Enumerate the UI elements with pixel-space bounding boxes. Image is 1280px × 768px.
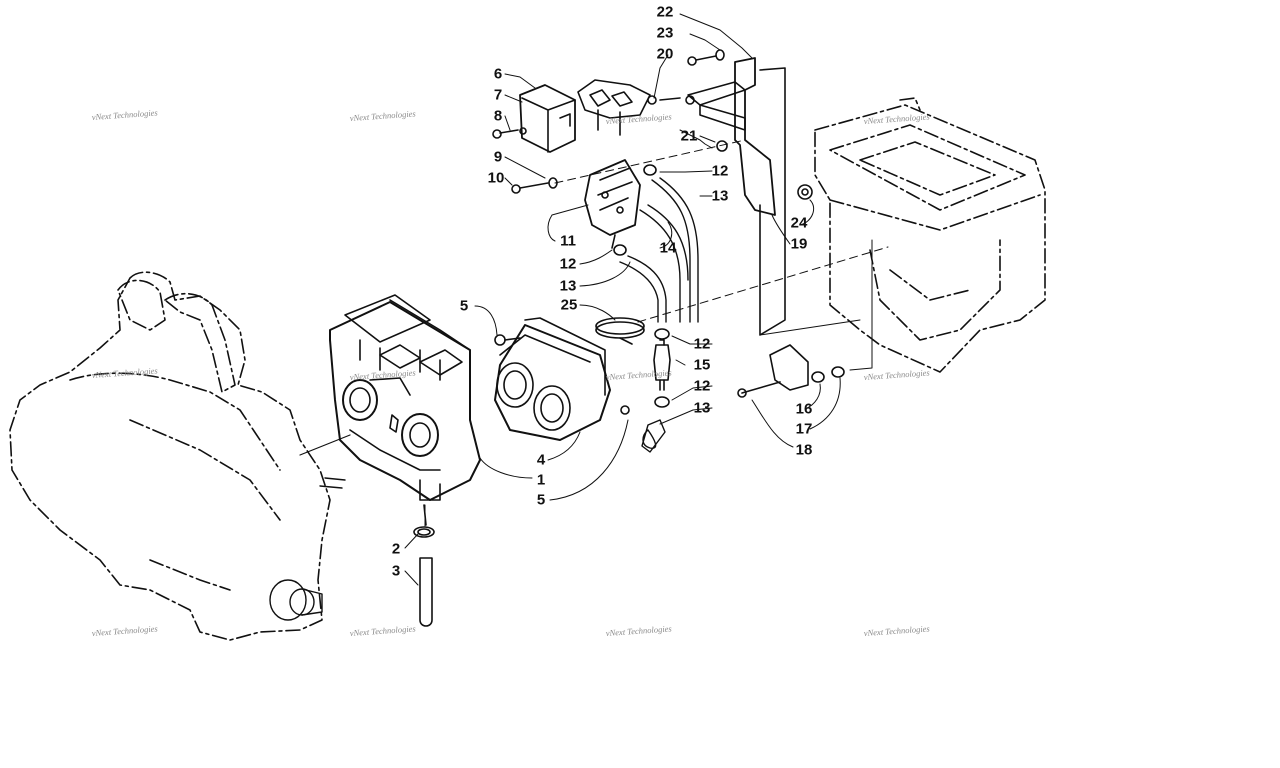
watermark: vNext Technologies: [863, 367, 930, 382]
engine-outline: [9, 271, 331, 641]
callout-24: 24: [791, 215, 808, 232]
callout-20: 20: [657, 46, 674, 63]
callout-22: 22: [657, 4, 674, 21]
cdi-box-6: [519, 84, 576, 153]
callout-13-b: 13: [560, 278, 577, 295]
callout-19: 19: [791, 236, 808, 253]
carburetor-assembly: [299, 294, 481, 501]
watermark: vNext Technologies: [605, 367, 672, 382]
fuel-tank-outline: [814, 97, 1046, 373]
callout-3: 3: [392, 563, 400, 580]
clamp-25: [595, 317, 645, 345]
nut-24: [797, 184, 813, 200]
fuel-pump-11: [584, 159, 641, 249]
watermark: vNext Technologies: [605, 623, 672, 638]
fuel-filter-15: [653, 339, 671, 391]
callout-12-c: 12: [694, 336, 711, 353]
callout-5-top: 5: [460, 298, 468, 315]
assembly-lines: [759, 239, 873, 371]
callout-13-c: 13: [694, 400, 711, 417]
intake-silencer-4: [494, 317, 630, 441]
callout-5-bottom: 5: [537, 492, 545, 509]
drain-tube-3: [419, 504, 433, 627]
callout-6: 6: [494, 66, 502, 83]
watermark: vNext Technologies: [349, 108, 416, 123]
watermark: vNext Technologies: [91, 623, 158, 638]
callout-12-b: 12: [560, 256, 577, 273]
callout-12-a: 12: [712, 163, 729, 180]
fuel-line-13-14: [619, 177, 699, 453]
callout-13-a: 13: [712, 188, 729, 205]
sensor-assembly-16-17-18: [737, 344, 845, 398]
callout-9: 9: [494, 149, 502, 166]
callout-11: 11: [560, 233, 576, 250]
leader-lines: [404, 13, 841, 586]
watermark: vNext Technologies: [863, 623, 930, 638]
callout-4: 4: [537, 452, 546, 469]
callout-12-d: 12: [694, 378, 711, 395]
watermark: vNext Technologies: [349, 623, 416, 638]
bolt-8: [492, 127, 527, 139]
callout-15: 15: [694, 357, 711, 374]
callout-21: 21: [681, 128, 698, 145]
callout-2: 2: [392, 541, 400, 558]
callout-14: 14: [660, 240, 677, 257]
bracket-19: [685, 57, 786, 336]
watermark: vNext Technologies: [91, 107, 158, 122]
bolt-washer-9-10: [511, 177, 558, 194]
watermark: vNext Technologies: [91, 365, 158, 380]
callout-23: 23: [657, 25, 674, 42]
nut-21: [716, 140, 728, 152]
callout-7: 7: [494, 87, 502, 104]
callout-18: 18: [796, 442, 813, 459]
routing-lines: [424, 139, 889, 531]
engine-shaft: [269, 477, 346, 621]
callout-1: 1: [537, 472, 545, 489]
callout-10: 10: [488, 170, 505, 187]
clamps-12: [613, 164, 670, 408]
callout-16: 16: [796, 401, 813, 418]
callout-17: 17: [796, 421, 813, 438]
watermark: vNext Technologies: [863, 111, 930, 126]
ignition-module-20: [577, 79, 681, 136]
bolt-washer-22-23: [687, 49, 725, 66]
callout-25: 25: [561, 297, 578, 314]
callout-8: 8: [494, 108, 502, 125]
watermark: vNext Technologies: [605, 111, 672, 126]
o-ring-2: [413, 526, 435, 538]
watermark: vNext Technologies: [349, 367, 416, 382]
